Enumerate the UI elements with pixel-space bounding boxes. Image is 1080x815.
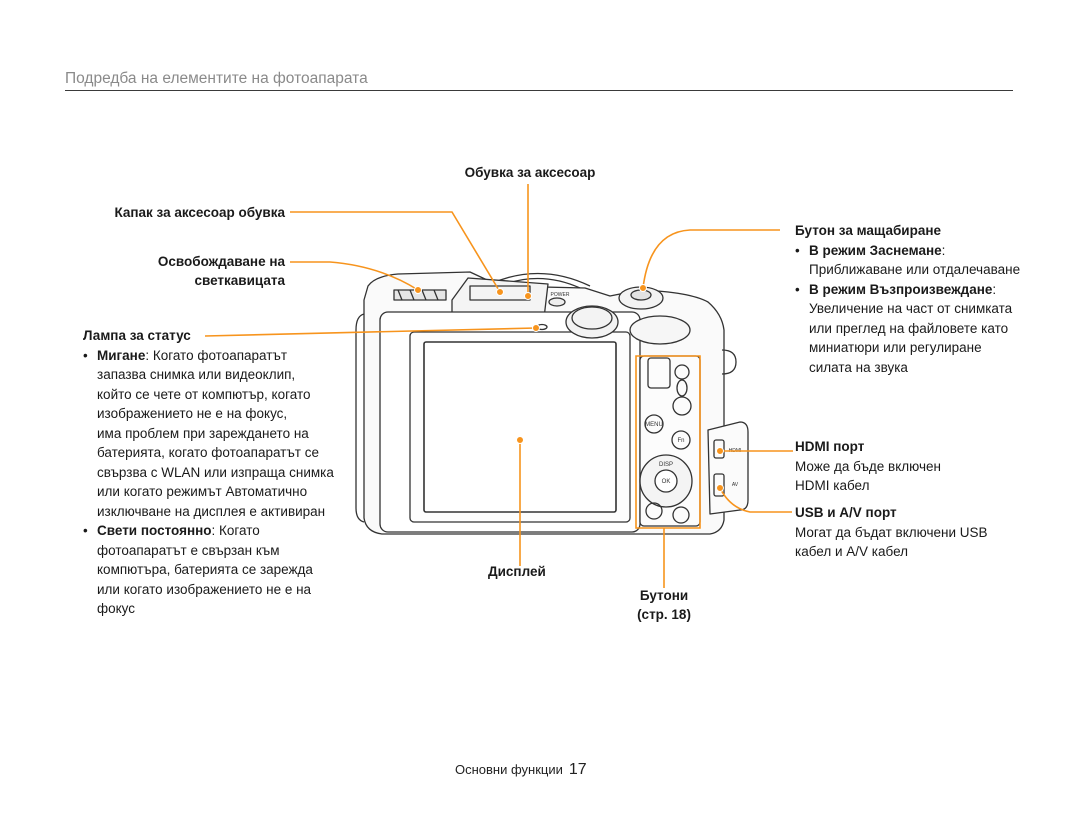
- av-port-label: AV: [732, 482, 739, 488]
- exposure-dial: [629, 315, 691, 345]
- status-lamp-blink-line: който се чете от компютър, когато: [97, 386, 311, 402]
- page-header-title: Подредба на елементите на фотоапарата: [65, 70, 368, 87]
- hand-grip: [355, 313, 365, 523]
- status-lamp-blink-line: или когато режимът Автоматично: [97, 484, 308, 499]
- mode-dial: [565, 305, 619, 339]
- zoom-playback-desc: Увеличение на част от снимката: [809, 301, 1013, 316]
- usb-title: USB и A/V порт: [795, 505, 897, 520]
- zoom-playback-desc: миниатюри или регулиране: [809, 340, 982, 355]
- disp-label: DISP: [659, 462, 673, 468]
- label-shoe-cover: Капак за аксесоар обувка: [114, 205, 285, 220]
- callout-usb: [719, 487, 792, 513]
- fn-button-label: Fn: [677, 438, 684, 444]
- callout-buttons-bracket: [635, 355, 701, 529]
- status-lamp-steady-line: фокус: [97, 601, 136, 616]
- ok-button-label: OK: [662, 479, 671, 485]
- usb-callout: USB и A/V порт Могат да бъдат включени U…: [795, 503, 988, 562]
- status-lamp-blink-line-0: Мигане: Когато фотоапаратът: [83, 346, 334, 366]
- zoom-shooting-term: В режим Заснемане: [809, 242, 942, 258]
- status-lamp-title: Лампа за статус: [83, 328, 191, 343]
- zoom-shooting-line: В режим Заснемане:: [795, 241, 1020, 261]
- label-buttons-1: Бутони: [639, 588, 689, 603]
- label-flash-release-2: светкавицата: [194, 273, 285, 288]
- zoom-playback-line: В режим Възпроизвеждане:: [795, 280, 1020, 300]
- status-lamp-steady-term: Свети постоянно: [97, 523, 212, 538]
- status-lamp-blink-line: свързва с WLAN или изпраща снимка: [97, 464, 334, 480]
- status-lamp-callout: Лампа за статус Мигане: Когато фотоапара…: [83, 326, 334, 619]
- header-rule: [65, 90, 1013, 91]
- callout-zoom-button: [642, 229, 780, 289]
- status-lamp-steady-line: или когато изображението не е на: [97, 581, 312, 597]
- status-lamp-blink-line: изображението не е на фокус,: [97, 406, 288, 421]
- label-accessory-shoe: Обувка за аксесоар: [464, 165, 596, 180]
- usb-desc: кабел и A/V кабел: [795, 544, 909, 559]
- zoom-playback-desc: силата на звука: [809, 359, 908, 375]
- status-lamp-blink-line: батерията, когато фотоапаратът се: [97, 445, 319, 460]
- zoom-button-title: Бутон за мащабиране: [795, 223, 942, 238]
- status-lamp-blink-line: запазва снимка или видеоклип,: [97, 367, 296, 382]
- power-button: [548, 297, 566, 307]
- power-label: POWER: [551, 292, 570, 298]
- status-lamp-steady-line-0: Свети постоянно: Когато: [83, 521, 334, 541]
- footer-section: Основни функции: [455, 762, 563, 777]
- status-lamp-blink-term: Мигане: [97, 347, 146, 363]
- menu-button-label: MENU: [645, 422, 663, 428]
- ok-button: [654, 469, 678, 493]
- label-flash-release-1: Освобождаване на: [157, 254, 285, 269]
- callout-status-lamp: [204, 327, 537, 337]
- hdmi-desc: Може да бъде включен: [795, 458, 941, 474]
- page-number: 17: [568, 761, 587, 778]
- page-footer: Основни функции 17: [455, 761, 587, 779]
- strap-lug: [721, 349, 737, 375]
- status-lamp-blink-line: изключване на дисплея е активиран: [97, 503, 326, 519]
- status-lamp-steady-line: фотоапаратът е свързан към: [97, 542, 280, 558]
- label-display: Дисплей: [488, 564, 546, 579]
- usb-desc: Могат да бъдат включени USB: [795, 524, 988, 540]
- zoom-shooting-desc: Приближаване или отдалечаване: [809, 262, 1021, 277]
- hdmi-callout: HDMI порт Може да бъде включен HDMI кабе…: [795, 437, 941, 496]
- callout-shoe-cover: [290, 211, 501, 293]
- zoom-button-callout: Бутон за мащабиране В режим Заснемане: П…: [795, 221, 1020, 377]
- callout-flash-release: [290, 261, 419, 291]
- zoom-playback-term: В режим Възпроизвеждане: [809, 281, 993, 297]
- hdmi-desc: HDMI кабел: [795, 478, 870, 493]
- status-lamp-blink-line: има проблем при зареждането на: [97, 425, 309, 441]
- hdmi-title: HDMI порт: [795, 439, 865, 454]
- status-lamp-steady-line: компютъра, батерията се зарежда: [97, 562, 313, 577]
- label-buttons-2: (стр. 18): [637, 607, 691, 622]
- zoom-playback-desc: или преглед на файловете като: [809, 320, 1009, 336]
